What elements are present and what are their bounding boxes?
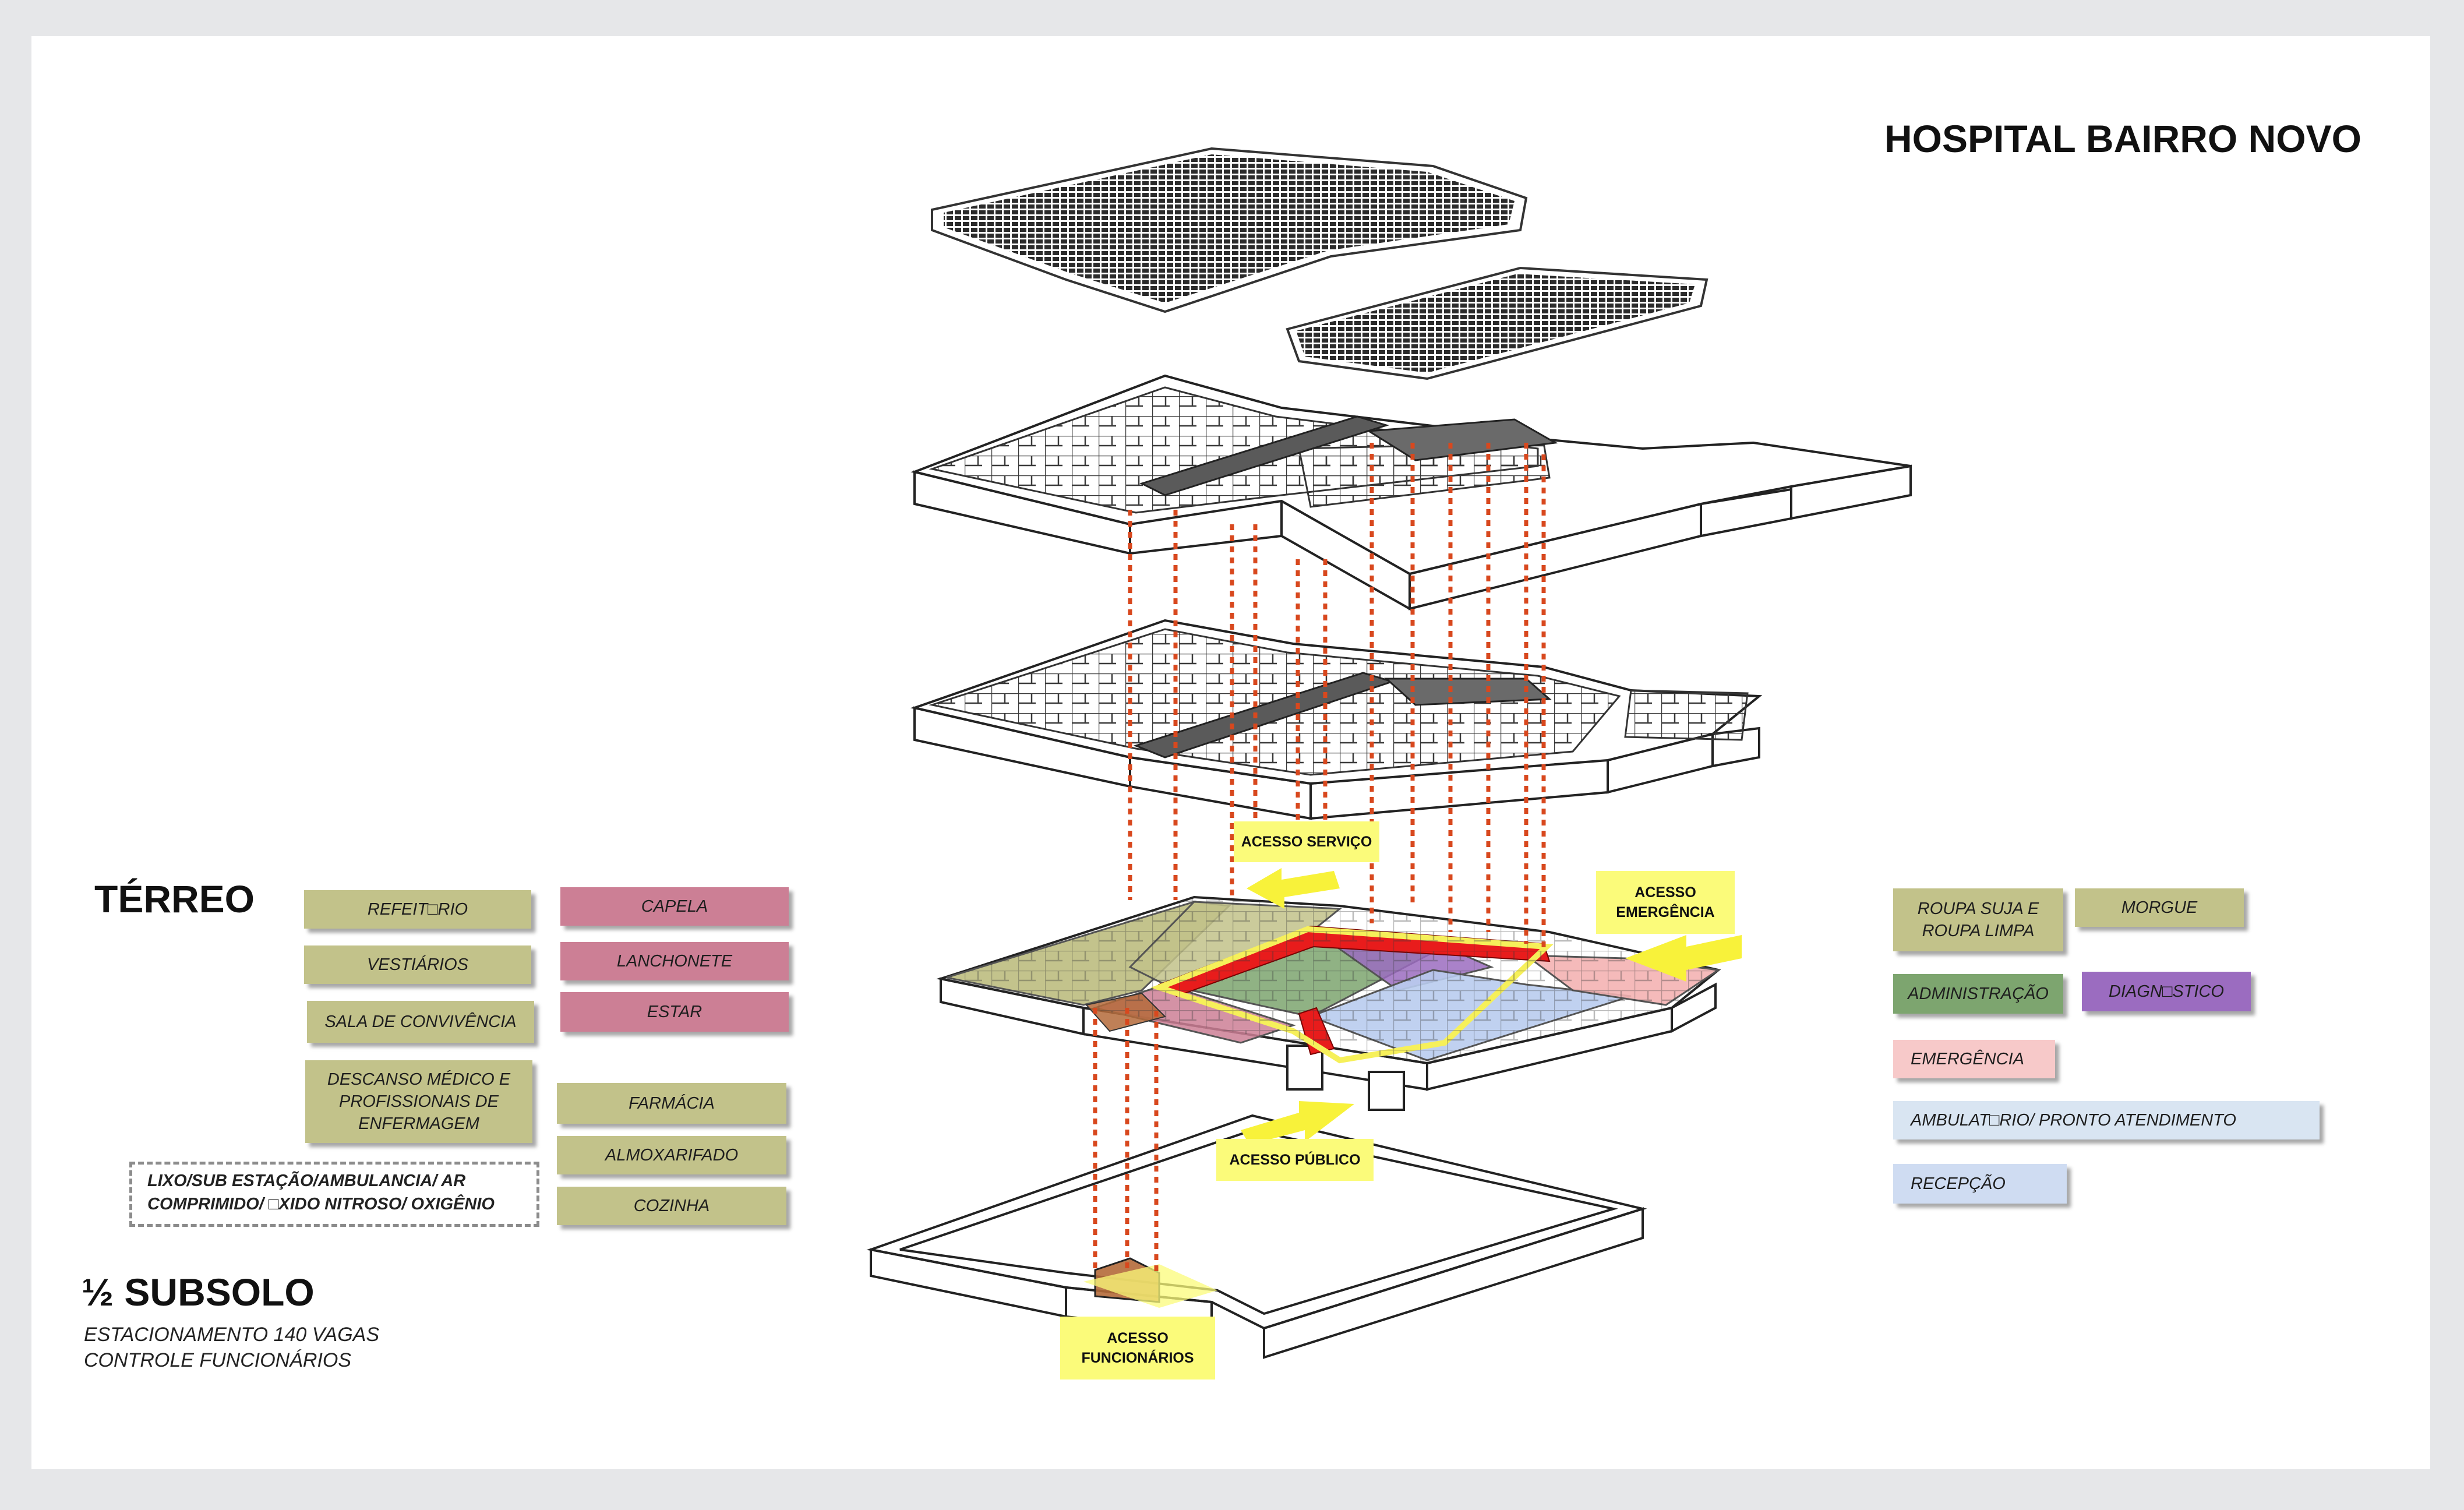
subsolo-line-2: CONTROLE FUNCIONÁRIOS	[84, 1349, 352, 1371]
access-label-publico: ACESSO PÚBLICO	[1216, 1139, 1374, 1181]
legend-lixo-substation: LIXO/SUB ESTAÇÃO/AMBULANCIA/ AR COMPRIMI…	[129, 1162, 539, 1227]
middle-floor-slab	[910, 619, 1763, 820]
floor-title-subsolo: ½ SUBSOLO	[82, 1271, 315, 1314]
legend-almoxarifado: ALMOXARIFADO	[557, 1136, 786, 1174]
access-label-servico: ACESSO SERVIÇO	[1234, 821, 1379, 862]
legend-estar: ESTAR	[560, 992, 789, 1032]
upper-floor-slab	[910, 374, 1912, 611]
legend-capela: CAPELA	[560, 887, 789, 926]
legend-administracao: ADMINISTRAÇÃO	[1893, 974, 2063, 1014]
access-label-funcionarios: ACESSO FUNCIONÁRIOS	[1060, 1317, 1215, 1380]
legend-sala-convivencia: SALA DE CONVIVÊNCIA	[307, 1001, 534, 1043]
legend-cozinha: COZINHA	[557, 1187, 786, 1225]
arrow-publico	[1241, 1101, 1354, 1145]
legend-descanso-medico: DESCANSO MÉDICO E PROFISSIONAIS DE ENFER…	[305, 1060, 532, 1143]
page-title: HOSPITAL BAIRRO NOVO	[1884, 117, 2361, 160]
floor-title-terreo: TÉRREO	[94, 877, 255, 920]
arrow-emergencia	[1625, 935, 1742, 982]
vertical-circulation-lines	[1093, 443, 1546, 1273]
legend-morgue: MORGUE	[2075, 888, 2244, 927]
subsolo-line-1: ESTACIONAMENTO 140 VAGAS	[84, 1324, 380, 1346]
access-arrows	[1241, 868, 1742, 1145]
legend-recepcao: RECEPÇÃO	[1893, 1164, 2067, 1204]
legend-roupa: ROUPA SUJA E ROUPA LIMPA	[1893, 888, 2063, 951]
legend-lanchonete: LANCHONETE	[560, 942, 789, 980]
arrow-servico	[1247, 868, 1340, 909]
legend-emergencia: EMERGÊNCIA	[1893, 1040, 2055, 1078]
access-label-emergencia: ACESSO EMERGÊNCIA	[1596, 871, 1735, 934]
legend-ambulatorio: AMBULAT□RIO/ PRONTO ATENDIMENTO	[1893, 1101, 2320, 1139]
legend-refeitorio: REFEIT□RIO	[304, 890, 531, 929]
legend-farmacia: FARMÁCIA	[557, 1083, 786, 1124]
legend-vestiarios: VESTIÁRIOS	[304, 945, 531, 984]
legend-diagnostico: DIAGN□STICO	[2082, 972, 2251, 1011]
top-parking-deck	[931, 147, 1708, 380]
